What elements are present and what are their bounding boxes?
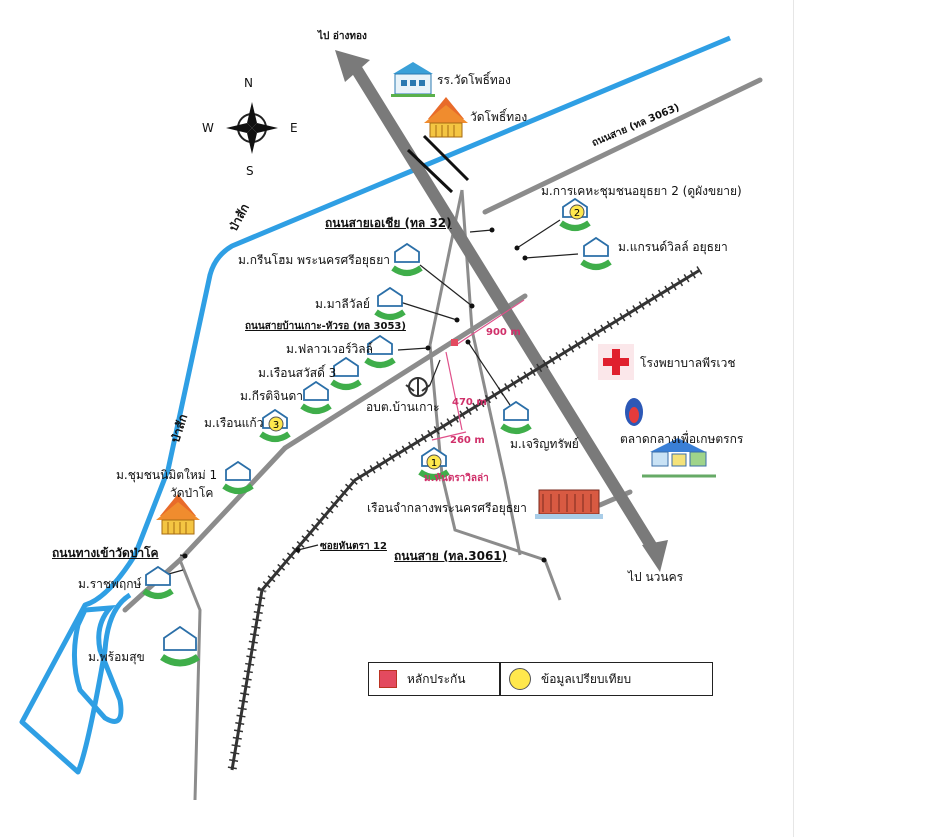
pasak-river — [19, 35, 731, 775]
road-bankoh-3053 — [282, 293, 528, 451]
map-legend: หลักประกัน ข้อมูลเปรียบเทียบ — [368, 662, 713, 696]
label-to-angthong: ไป อ่างทอง — [318, 31, 367, 42]
label-ruenkaew: ม.เรือนแก้ว — [204, 416, 264, 430]
comparison-badge: 2 — [569, 204, 585, 220]
asia-highway — [346, 56, 661, 558]
village-icon — [580, 236, 612, 270]
prison-icon — [535, 489, 603, 519]
wat-pakho-icon — [156, 494, 200, 535]
label-temple: วัดโพธิ์ทอง — [470, 110, 528, 124]
red-cross-icon — [598, 344, 634, 380]
svg-text:1: 1 — [431, 458, 437, 469]
market-stall-icon — [642, 438, 716, 478]
compass-w: W — [202, 121, 214, 135]
village-icon — [391, 242, 423, 276]
bridge — [406, 134, 470, 194]
compass-s: S — [246, 164, 254, 178]
legend-collateral-label: หลักประกัน — [407, 672, 466, 686]
railway — [230, 268, 701, 771]
comparison-badge: 3 — [268, 416, 284, 432]
compass-rose — [226, 102, 278, 154]
label-promsuk: ม.พร้อมสุข — [88, 650, 145, 664]
village-icon — [374, 286, 406, 320]
label-hantra: ม.หันตราวิลล่า — [424, 473, 489, 484]
red-square-icon — [379, 670, 397, 688]
label-hospital: โรงพยาบาลพีรเวช — [640, 356, 736, 370]
school-icon — [391, 62, 435, 97]
label-bankoh-road: ถนนสายบ้านเกาะ-หัวรอ (ทล 3053) — [245, 321, 406, 332]
label-ruensawat: ม.เรือนสวัสดิ์ 3 — [258, 366, 337, 380]
yellow-circle-icon — [509, 668, 531, 690]
label-grandville: ม.แกรนด์วิลล์ อยุธยา — [618, 240, 728, 254]
village-icon — [160, 625, 200, 667]
svg-text:2: 2 — [574, 208, 580, 219]
pasak-river-loop — [71, 605, 124, 724]
label-maleewan: ม.มาลีวัลย์ — [315, 297, 370, 311]
temple-icon — [424, 97, 468, 138]
label-market: ตลาดกลางเพื่อเกษตรกร — [620, 432, 744, 446]
dim-260 — [431, 431, 467, 441]
legend-collateral: หลักประกัน — [369, 663, 466, 695]
arrow-south — [642, 540, 668, 572]
arrow-north — [335, 50, 370, 82]
village-icon — [300, 380, 332, 414]
label-to-nakhonsawan: ไป นวนคร — [628, 570, 684, 584]
market-logo-icon — [625, 398, 643, 426]
label-wat-pakho: วัดป่าโค — [170, 486, 214, 500]
label-asia-road: ถนนสายเอเชีย (ทล 32) — [325, 216, 452, 230]
label-wat-road: ถนนทางเข้าวัดป่าโค — [52, 546, 159, 560]
legend-comparison-label: ข้อมูลเปรียบเทียบ — [541, 672, 632, 686]
label-greenhome: ม.กรีนโฮม พระนครศรีอยุธยา — [238, 253, 391, 267]
label-900m: 900 m — [486, 327, 521, 338]
village-icon — [222, 460, 254, 494]
village-icon — [364, 334, 396, 368]
label-kittinda: ม.กีรติจินดา — [240, 389, 303, 403]
label-soi: ซอยหันตรา 12 — [320, 541, 387, 552]
compass-e: E — [290, 121, 298, 135]
label-charoensap: ม.เจริญทรัพย์ — [510, 437, 579, 451]
label-260m: 260 m — [450, 435, 485, 446]
road-local-1 — [428, 189, 562, 601]
dim-900 — [455, 299, 525, 346]
sao-emblem-icon — [405, 377, 431, 397]
village-icon — [142, 565, 174, 599]
label-school: รร.วัดโพธิ์ทอง — [437, 73, 511, 87]
compass-n: N — [244, 76, 253, 90]
village-icon — [500, 400, 532, 434]
label-prison: เรือนจำกลางพระนครศรีอยุธยา — [367, 501, 527, 515]
road-wat-pakho — [178, 559, 202, 801]
label-sao: อบต.บ้านเกาะ — [366, 400, 440, 414]
comparison-badge: 1 — [426, 454, 442, 470]
road-3063 — [482, 77, 763, 215]
label-road-3061: ถนนสาย (ทล.3061) — [394, 549, 508, 563]
label-chumchon: ม.ชุมชนนิมิตใหม่ 1 — [116, 468, 218, 482]
label-ratchapruk: ม.ราชพฤกษ์ — [78, 577, 142, 591]
road-local-2 — [460, 189, 522, 556]
svg-text:3: 3 — [273, 420, 279, 431]
legend-divider — [499, 663, 501, 695]
village-icon — [330, 356, 362, 390]
label-flowerville: ม.ฟลาวเวอร์วิลล์ — [286, 342, 373, 356]
label-karnkeha: ม.การเคหะชุมชนอยุธยา 2 (ดูผังขยาย) — [541, 184, 742, 198]
dim-470 — [445, 351, 463, 431]
page-edge — [793, 0, 794, 837]
label-470m: 470 m — [452, 397, 487, 408]
legend-comparison: ข้อมูลเปรียบเทียบ — [501, 663, 631, 695]
subject-marker — [451, 339, 458, 346]
